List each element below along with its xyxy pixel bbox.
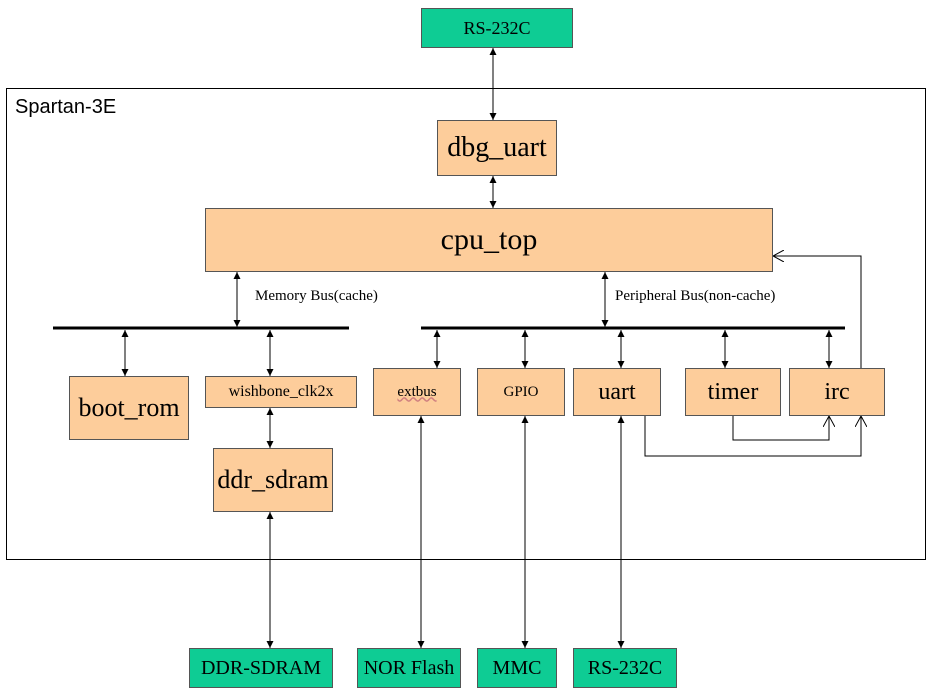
- wishbone-clk2x-module: wishbone_clk2x: [205, 376, 357, 408]
- gpio-module: GPIO: [477, 368, 565, 416]
- irc-cpu-irq-line: [773, 256, 862, 368]
- rs232c-uart-port: RS-232C: [573, 648, 677, 688]
- cpu-top-module: cpu_top: [205, 208, 773, 272]
- chip-label: Spartan-3E: [15, 96, 117, 118]
- boot-rom-module: boot_rom: [69, 376, 189, 440]
- peripheral-bus-label: Peripheral Bus(non-cache): [615, 288, 776, 304]
- mmc-card: MMC: [477, 648, 557, 688]
- dbg-uart-module: dbg_uart: [437, 120, 557, 176]
- rs232c-debug-port: RS-232C: [421, 8, 573, 48]
- ddr-sdram-module: ddr_sdram: [213, 448, 333, 512]
- uart-irq-line: [644, 416, 861, 457]
- nor-flash-chip: NOR Flash: [357, 648, 461, 688]
- ddr-sdram-chip: DDR-SDRAM: [189, 648, 333, 688]
- timer-module: timer: [685, 368, 781, 416]
- extbus-module: extbus: [373, 368, 461, 416]
- uart-module: uart: [573, 368, 661, 416]
- spartan-3e-boundary: [6, 88, 926, 560]
- irc-module: irc: [789, 368, 885, 416]
- timer-irq-line: [732, 416, 829, 441]
- memory-bus-label: Memory Bus(cache): [255, 288, 378, 304]
